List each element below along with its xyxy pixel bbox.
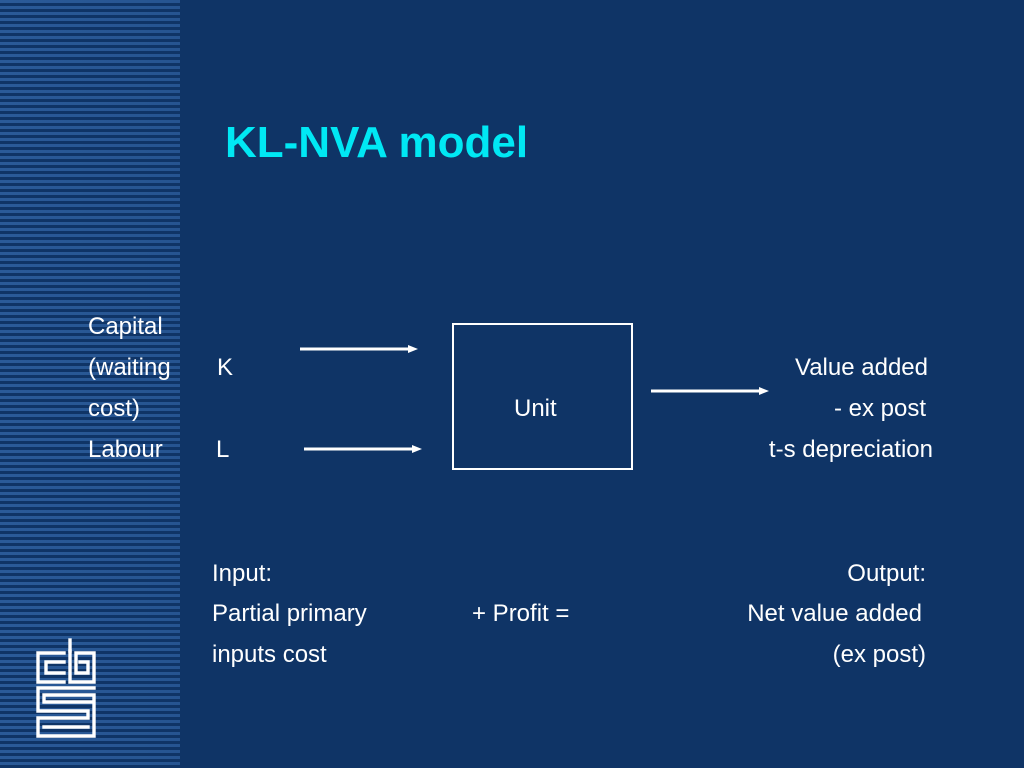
input-line-2: inputs cost xyxy=(212,641,327,668)
capital-waiting-label: (waiting xyxy=(88,354,171,381)
output-line-1: Net value added xyxy=(747,600,922,627)
cbs-logo-icon xyxy=(36,638,96,738)
labour-label: Labour xyxy=(88,436,163,463)
unit-label: Unit xyxy=(514,395,557,422)
output-line-2: (ex post) xyxy=(832,641,926,668)
capital-symbol: K xyxy=(217,354,234,381)
output-arrow xyxy=(651,387,769,395)
slide-title: KL-NVA model xyxy=(225,118,529,167)
value-added-label: Value added xyxy=(794,354,928,381)
ex-post-label: - ex post xyxy=(833,395,926,422)
input-line-1: Partial primary xyxy=(212,600,367,627)
input-heading: Input: xyxy=(212,560,273,587)
unit-box xyxy=(452,323,633,470)
capital-label: Capital xyxy=(88,313,163,340)
labour-symbol: L xyxy=(216,436,230,463)
depreciation-label: t-s depreciation xyxy=(768,436,933,463)
capital-arrow xyxy=(300,345,418,353)
side-stripe-decoration xyxy=(0,0,180,768)
labour-arrow xyxy=(304,445,422,453)
output-heading: Output: xyxy=(847,560,926,587)
capital-cost-label: cost) xyxy=(88,395,141,422)
profit-operator: + Profit = xyxy=(472,600,570,627)
